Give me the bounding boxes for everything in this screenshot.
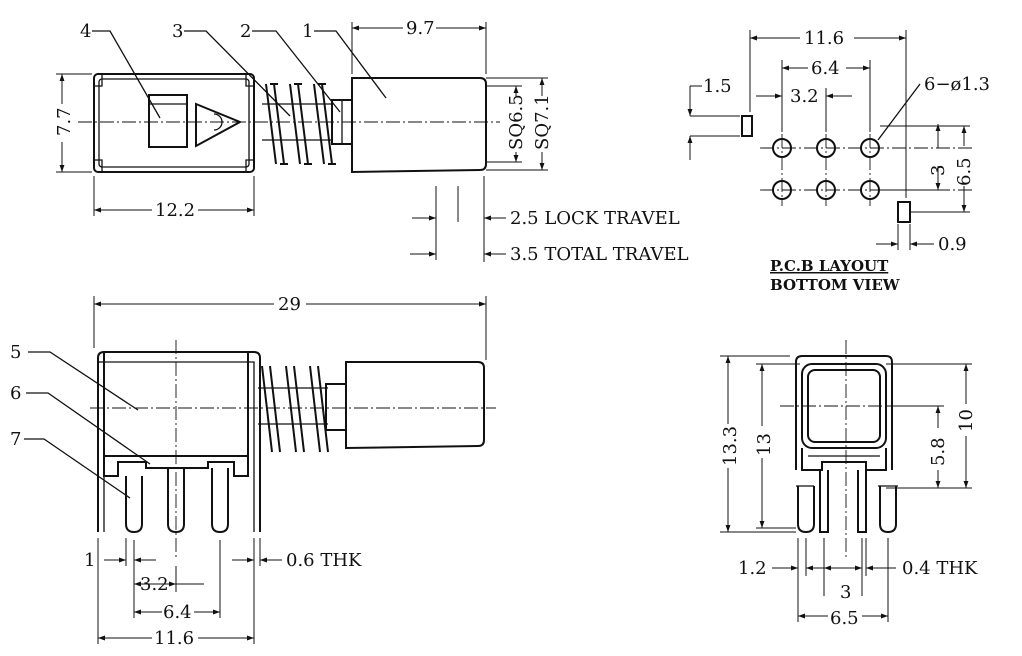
- slider-window: [148, 94, 188, 148]
- front-frame: [795, 355, 893, 470]
- side-dim-outer-pitch: 6.4: [163, 602, 192, 623]
- pin-right: [211, 468, 229, 534]
- direction-triangle-icon: [195, 102, 243, 148]
- pcb-dim-row-span: 6.5: [954, 157, 975, 186]
- front-pin-center-left: [819, 470, 829, 533]
- top-view: 4 3 2 1 9.7 7.7 12.2 SQ6.5 SQ7.1 2.5 LOC…: [54, 18, 689, 265]
- side-spring: [258, 365, 329, 453]
- callout-7: 7: [10, 429, 21, 450]
- front-dim-center-height: 5.8: [928, 437, 949, 466]
- front-dim-cap-height: 10: [956, 409, 977, 432]
- callout-4: 4: [80, 21, 91, 42]
- callout-3: 3: [172, 21, 183, 42]
- pcb-slot-right: [897, 201, 911, 223]
- pcb-caption-title: P.C.B LAYOUT: [770, 257, 889, 275]
- side-dim-width: 11.6: [154, 628, 194, 649]
- top-spring: [262, 83, 336, 165]
- side-dim-pitch: 3.2: [140, 574, 169, 595]
- pcb-dim-holes: 6−ø1.3: [924, 74, 990, 95]
- side-dim-pin-offset: 1: [84, 550, 95, 571]
- pcb-dim-row-pitch: 3: [928, 165, 949, 176]
- callout-6: 6: [10, 383, 21, 404]
- callout-1: 1: [302, 21, 313, 42]
- side-dim-length: 29: [278, 294, 301, 315]
- side-frame: [97, 351, 261, 532]
- pin-center: [167, 468, 185, 534]
- front-pin-center-right: [857, 470, 867, 533]
- top-body: [93, 73, 255, 173]
- front-dim-thickness: 0.4 THK: [902, 558, 978, 579]
- pcb-layout: 11.6 6.4 3.2 1.5 6−ø1.3 3 6.5 0.9 P.C.B …: [687, 28, 990, 294]
- front-dim-overall-height: 13.3: [720, 426, 741, 466]
- pcb-dim-outer-pitch: 6.4: [811, 58, 840, 79]
- front-pin-left: [797, 486, 815, 534]
- dim-total-travel: 3.5 TOTAL TRAVEL: [510, 244, 689, 265]
- side-dim-thickness: 0.6 THK: [286, 550, 362, 571]
- pcb-dim-slot: 1.5: [703, 76, 732, 97]
- front-dim-pitch: 3: [840, 582, 851, 603]
- side-view: 5 6 7 29 1 0.6 THK 3.2 6.4 11.6: [10, 294, 496, 649]
- front-dim-tab: 1.2: [738, 558, 767, 579]
- pcb-caption-subtitle: BOTTOM VIEW: [770, 276, 901, 294]
- side-cap: [345, 361, 485, 450]
- dim-cap-length: 9.7: [406, 18, 435, 39]
- pcb-dim-width: 11.6: [804, 28, 844, 49]
- dim-sq-inner: SQ6.5: [506, 94, 527, 150]
- pcb-dim-pitch: 3.2: [790, 86, 819, 107]
- pin-left: [125, 476, 143, 534]
- dim-height: 7.7: [54, 107, 75, 136]
- front-dim-body-height: 13: [754, 433, 775, 456]
- callout-2: 2: [240, 21, 251, 42]
- front-pin-right: [879, 486, 897, 534]
- pcb-dim-tab: 0.9: [938, 234, 967, 255]
- callout-5: 5: [10, 342, 21, 363]
- top-cap: [351, 77, 487, 174]
- dim-sq-outer: SQ7.1: [532, 94, 553, 150]
- dim-lock-travel: 2.5 LOCK TRAVEL: [510, 208, 680, 229]
- front-view: 13.3 13 10 5.8 1.2 3 0.4 THK 6.5: [720, 340, 978, 629]
- pcb-slot-left: [741, 115, 753, 137]
- front-dim-width: 6.5: [830, 608, 859, 629]
- pcb-holes: [772, 138, 880, 200]
- dim-body-length: 12.2: [155, 200, 195, 221]
